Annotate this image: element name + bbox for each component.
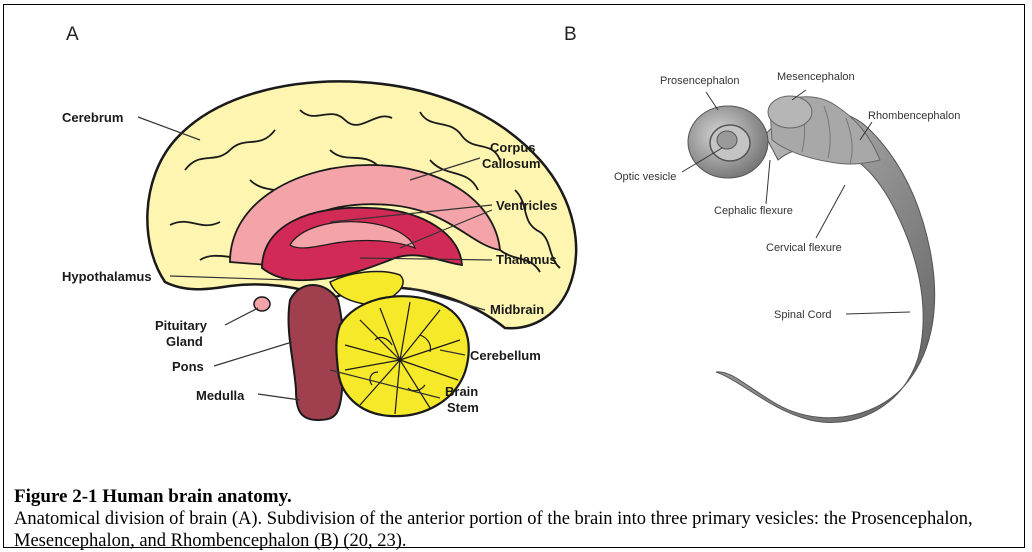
label-cerebellum: Cerebellum [470,348,541,363]
caption-body: Anatomical division of brain (A). Subdiv… [14,508,1018,552]
label-medulla: Medulla [196,388,245,403]
label-ventricles: Ventricles [496,198,557,213]
label-mesencephalon: Mesencephalon [777,71,855,83]
optic-vesicle-core [717,131,737,149]
embryo-diagram: Prosencephalon Mesencephalon Rhombenceph… [614,71,960,423]
label-optic-vesicle: Optic vesicle [614,171,676,183]
label-corpus-2: Callosum [482,156,541,171]
label-prosencephalon: Prosencephalon [660,75,740,87]
label-thalamus: Thalamus [496,252,557,267]
brain-diagram: Cerebrum Corpus Callosum Ventricles Thal… [62,81,576,420]
label-pons: Pons [172,359,204,374]
label-brain-stem-1: Brain [445,384,478,399]
caption-title: Figure 2-1 Human brain anatomy. [14,486,292,508]
label-corpus-1: Corpus [490,140,536,155]
label-cephalic-flexure: Cephalic flexure [714,205,793,217]
label-brain-stem-2: Stem [447,400,479,415]
label-rhombencephalon: Rhombencephalon [868,110,960,122]
label-spinal-cord: Spinal Cord [774,309,831,321]
label-cervical-flexure: Cervical flexure [766,242,842,254]
label-midbrain: Midbrain [490,302,544,317]
label-cerebrum: Cerebrum [62,110,123,125]
label-pituitary-1: Pituitary [155,318,208,333]
mesencephalon-region [768,96,812,128]
label-hypothalamus: Hypothalamus [62,269,152,284]
label-pituitary-2: Gland [166,334,203,349]
